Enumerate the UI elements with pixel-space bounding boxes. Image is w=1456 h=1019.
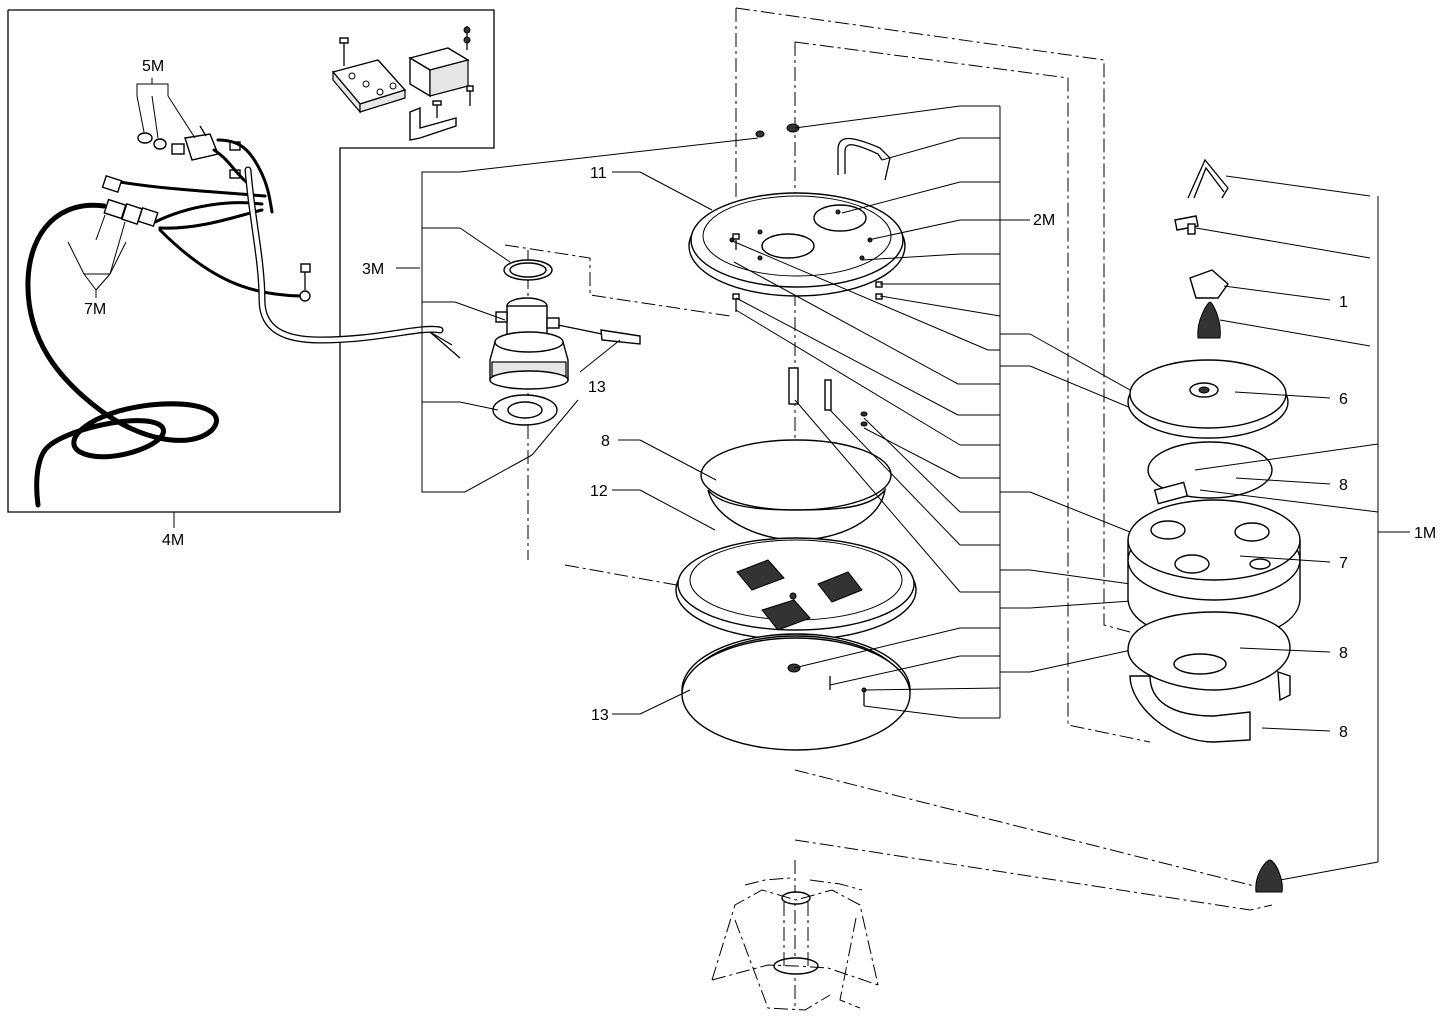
callout-3M: 3M [362,261,384,278]
grille-plate [675,537,917,641]
gasket [681,633,911,751]
callout-8-filter: 8 [1339,477,1348,494]
callout-6: 6 [1339,391,1348,408]
callout-4M: 4M [162,532,184,549]
filter-ring [700,439,892,541]
callout-1M: 1M [1414,525,1436,542]
mounting-bracket [409,100,457,141]
callout-2M: 2M [1033,212,1055,229]
toggle-switch [137,125,241,179]
relay [408,26,474,106]
callout-8-center: 8 [601,433,610,450]
callout-11: 11 [590,165,607,182]
terminal-block [331,37,407,114]
electrical-kit-inset [7,9,495,528]
callout-13-motor: 13 [588,379,606,396]
callout-5M: 5M [142,58,164,75]
callout-1: 1 [1339,294,1348,311]
lid [1127,359,1289,439]
agitator [711,860,879,1011]
callout-7: 7 [1339,555,1348,572]
top-plate [688,192,906,297]
motor-assembly [489,244,731,560]
callout-12: 12 [590,483,608,500]
callout-7M: 7M [84,301,106,318]
callout-8-ring: 8 [1339,724,1348,741]
callout-13-gasket: 13 [591,707,609,724]
filter-housing [1127,499,1301,641]
spring [1197,301,1221,339]
callout-8-plate: 8 [1339,645,1348,662]
